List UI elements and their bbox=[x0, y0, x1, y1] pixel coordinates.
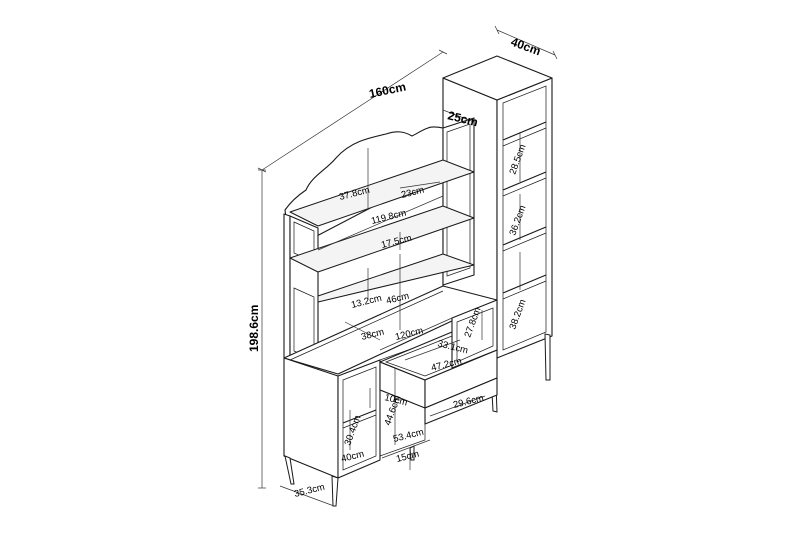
hutch-right-panel bbox=[442, 117, 475, 286]
left-cabinet-shelf bbox=[342, 409, 377, 424]
lower-cabinet bbox=[283, 299, 498, 507]
tower-opening bbox=[502, 85, 547, 351]
tower-top bbox=[442, 55, 553, 101]
label-foot-height: 15cm bbox=[395, 449, 420, 465]
label-middle-gap: 13.2cm bbox=[350, 293, 383, 311]
label-knee-width: 53.4cm bbox=[392, 427, 425, 445]
right-lower-panel bbox=[424, 377, 498, 425]
tower-shelf-2 bbox=[502, 171, 547, 191]
tower-leg-back bbox=[544, 333, 551, 381]
hutch-left-post bbox=[283, 213, 291, 361]
label-back-opening-height: 46cm bbox=[385, 291, 410, 307]
label-left-cabinet-lower: 40cm bbox=[340, 449, 365, 465]
hutch-upper-shelf bbox=[289, 159, 475, 227]
cabinet-leg-front-right bbox=[331, 475, 339, 507]
cabinet-leg-front-left bbox=[284, 455, 295, 485]
hutch-lower-shelf bbox=[317, 253, 475, 303]
dimension-lines bbox=[257, 25, 558, 507]
label-upper-shelf-depth: 23cm bbox=[400, 185, 425, 201]
hutch bbox=[283, 117, 498, 375]
tower-shelf-1 bbox=[502, 121, 547, 141]
left-cabinet-front bbox=[283, 357, 339, 479]
tower-shelf-3 bbox=[502, 226, 547, 246]
right-compartment bbox=[451, 299, 498, 369]
tower-shelf-4 bbox=[502, 274, 547, 294]
hutch-middle-shelf bbox=[289, 205, 475, 273]
label-depth: 40cm bbox=[509, 35, 543, 59]
label-desk-depth: 38cm bbox=[360, 327, 385, 343]
left-cabinet-side bbox=[337, 359, 381, 479]
label-drawer-height: 10cm bbox=[383, 392, 408, 408]
label-height: 198.6cm bbox=[247, 305, 261, 352]
label-overall-width: 160cm bbox=[368, 79, 407, 100]
